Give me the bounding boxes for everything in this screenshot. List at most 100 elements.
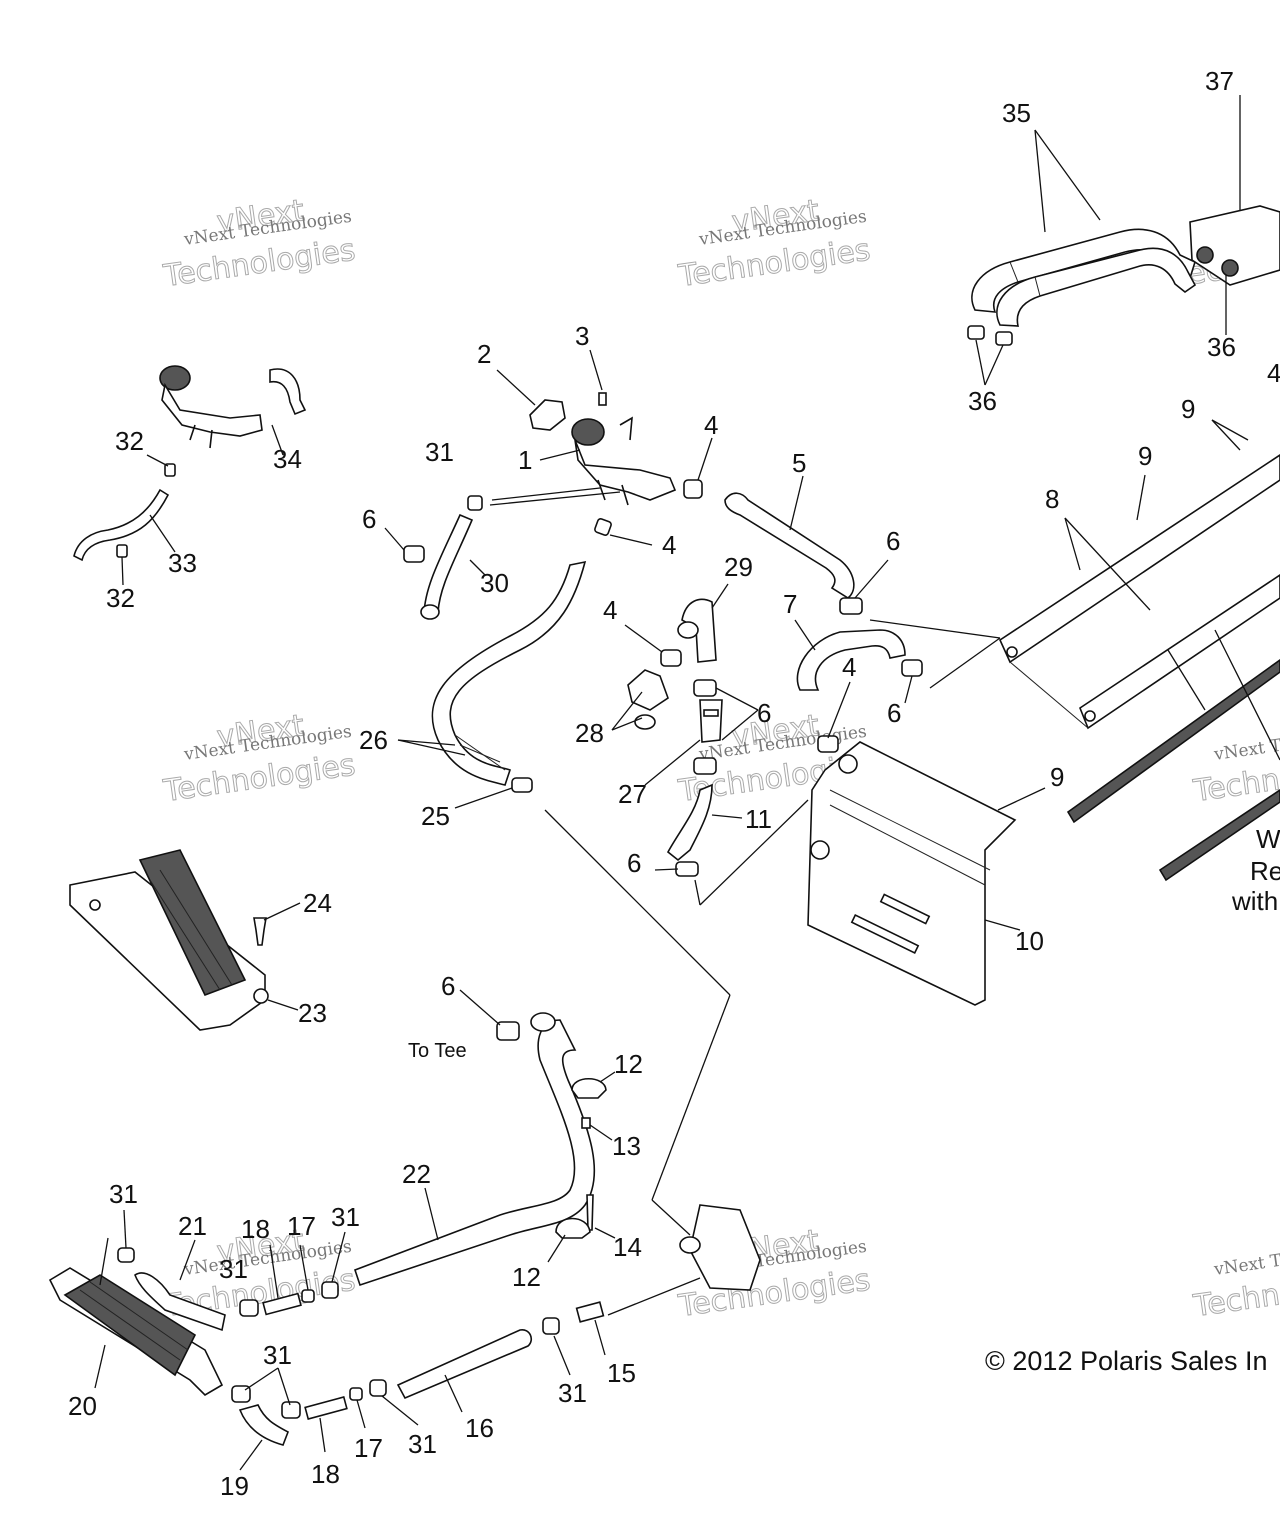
part-20-cooler bbox=[48, 1267, 224, 1397]
callout-31: 31 bbox=[219, 1254, 248, 1284]
part-35-hoses bbox=[971, 228, 1197, 327]
callout-18: 18 bbox=[241, 1214, 270, 1244]
part-12-bracket-top bbox=[571, 1077, 607, 1129]
callout-13: 13 bbox=[612, 1131, 641, 1161]
edge-label-re: Re bbox=[1250, 856, 1280, 886]
callout-18: 18 bbox=[311, 1459, 340, 1489]
part-24-bolt bbox=[253, 917, 267, 946]
part-30-hose bbox=[420, 513, 474, 620]
callout-29: 29 bbox=[724, 552, 753, 582]
part-29-elbow bbox=[677, 598, 717, 663]
svg-text:vNext Technologies: vNext Technologies bbox=[1212, 722, 1280, 765]
callout-16: 16 bbox=[465, 1413, 494, 1443]
callout-30: 30 bbox=[480, 568, 509, 598]
callout-19: 19 bbox=[220, 1471, 249, 1501]
callout-34: 34 bbox=[273, 444, 302, 474]
edge-label-w: W bbox=[1256, 824, 1280, 854]
callout-17: 17 bbox=[287, 1211, 316, 1241]
callout-5: 5 bbox=[792, 448, 806, 478]
callout-14: 14 bbox=[613, 1232, 642, 1262]
callout-6: 6 bbox=[362, 504, 376, 534]
part-12-bracket-bottom bbox=[555, 1217, 591, 1239]
callout-24: 24 bbox=[303, 888, 332, 918]
copyright-notice: © 2012 Polaris Sales In bbox=[985, 1346, 1268, 1376]
svg-text:vNext Technologies: vNext Technologies bbox=[1212, 1237, 1280, 1280]
part-19-elbow bbox=[238, 1404, 289, 1446]
callout-12: 12 bbox=[512, 1262, 541, 1292]
callout-4: 4 bbox=[704, 410, 718, 440]
callout-9: 9 bbox=[1138, 441, 1152, 471]
part-23-nut bbox=[253, 988, 269, 1004]
callout-11: 11 bbox=[745, 804, 772, 834]
part-27-fitting bbox=[699, 699, 723, 743]
part-25-clamp bbox=[511, 777, 533, 793]
part-10-radiator bbox=[807, 741, 1017, 1006]
part-water-pump bbox=[679, 1204, 761, 1291]
callout-20: 20 bbox=[68, 1391, 97, 1421]
edge-label-4: 4 bbox=[1267, 358, 1280, 388]
callout-4: 4 bbox=[662, 530, 676, 560]
part-37-bracket bbox=[1189, 205, 1280, 286]
callout-1: 1 bbox=[518, 445, 532, 475]
part-31-clamp-top bbox=[467, 495, 483, 511]
callout-4: 4 bbox=[603, 595, 617, 625]
part-34-reservoir-assembly bbox=[159, 365, 307, 449]
callout-4: 4 bbox=[842, 652, 856, 682]
part-26-hose bbox=[431, 560, 587, 786]
part-6-clamps bbox=[403, 545, 923, 1041]
callout-35: 35 bbox=[1002, 98, 1031, 128]
leader-lines bbox=[94, 95, 1249, 1471]
part-17-18-lower bbox=[231, 1379, 387, 1420]
callout-32: 32 bbox=[115, 426, 144, 456]
callout-8: 8 bbox=[1045, 484, 1059, 514]
part-28-thermostat bbox=[627, 669, 669, 730]
callout-27: 27 bbox=[618, 779, 647, 809]
callout-31: 31 bbox=[408, 1429, 437, 1459]
callout-6: 6 bbox=[627, 848, 641, 878]
callout-6: 6 bbox=[757, 698, 771, 728]
callout-22: 22 bbox=[402, 1159, 431, 1189]
callout-31: 31 bbox=[109, 1179, 138, 1209]
part-31-clamp-lower bbox=[542, 1317, 560, 1335]
watermark-8: vNext Technologies Technologies bbox=[1190, 1237, 1280, 1325]
part-33-hose bbox=[73, 488, 170, 562]
callout-numbers: 37 35 36 36 2 3 1 4 31 5 6 30 4 9 9 8 6 … bbox=[68, 66, 1236, 1501]
callout-3: 3 bbox=[575, 321, 589, 351]
part-8-rails bbox=[998, 454, 1280, 730]
part-2-cap bbox=[529, 399, 566, 431]
callout-23: 23 bbox=[298, 998, 327, 1028]
watermark-3: vNext vNext Technologies Technologies bbox=[160, 708, 358, 810]
callout-36: 36 bbox=[968, 386, 997, 416]
part-21-hose bbox=[134, 1272, 226, 1332]
callout-12: 12 bbox=[614, 1049, 643, 1079]
watermark-2: vNext vNext Technologies Technologies bbox=[675, 193, 873, 295]
callout-9: 9 bbox=[1181, 394, 1195, 424]
callout-31: 31 bbox=[425, 437, 454, 467]
callout-15: 15 bbox=[607, 1358, 636, 1388]
to-tee-label: To Tee bbox=[408, 1040, 467, 1062]
callout-31: 31 bbox=[263, 1340, 292, 1370]
part-16-hose bbox=[396, 1329, 532, 1400]
callout-2: 2 bbox=[477, 339, 491, 369]
part-11-hose bbox=[666, 783, 713, 862]
callout-10: 10 bbox=[1015, 926, 1044, 956]
watermark-7: vNext Technologies Technologies bbox=[1190, 722, 1280, 810]
part-15-fitting bbox=[575, 1301, 605, 1323]
callout-7: 7 bbox=[783, 589, 797, 619]
callout-9: 9 bbox=[1050, 762, 1064, 792]
part-24-cooler-assembly bbox=[69, 849, 266, 1031]
watermark-1: vNext vNext Technologies Technologies bbox=[160, 193, 358, 295]
callout-28: 28 bbox=[575, 718, 604, 748]
part-36-clamps bbox=[967, 325, 1013, 346]
callout-6: 6 bbox=[441, 971, 455, 1001]
callout-6: 6 bbox=[887, 698, 901, 728]
callout-33: 33 bbox=[168, 548, 197, 578]
part-17-18-upper bbox=[117, 1247, 339, 1317]
part-7-hose bbox=[796, 629, 906, 691]
callout-31: 31 bbox=[331, 1202, 360, 1232]
callout-26: 26 bbox=[359, 725, 388, 755]
callout-17: 17 bbox=[354, 1433, 383, 1463]
part-22-hose bbox=[353, 1012, 596, 1287]
callout-31: 31 bbox=[558, 1378, 587, 1408]
